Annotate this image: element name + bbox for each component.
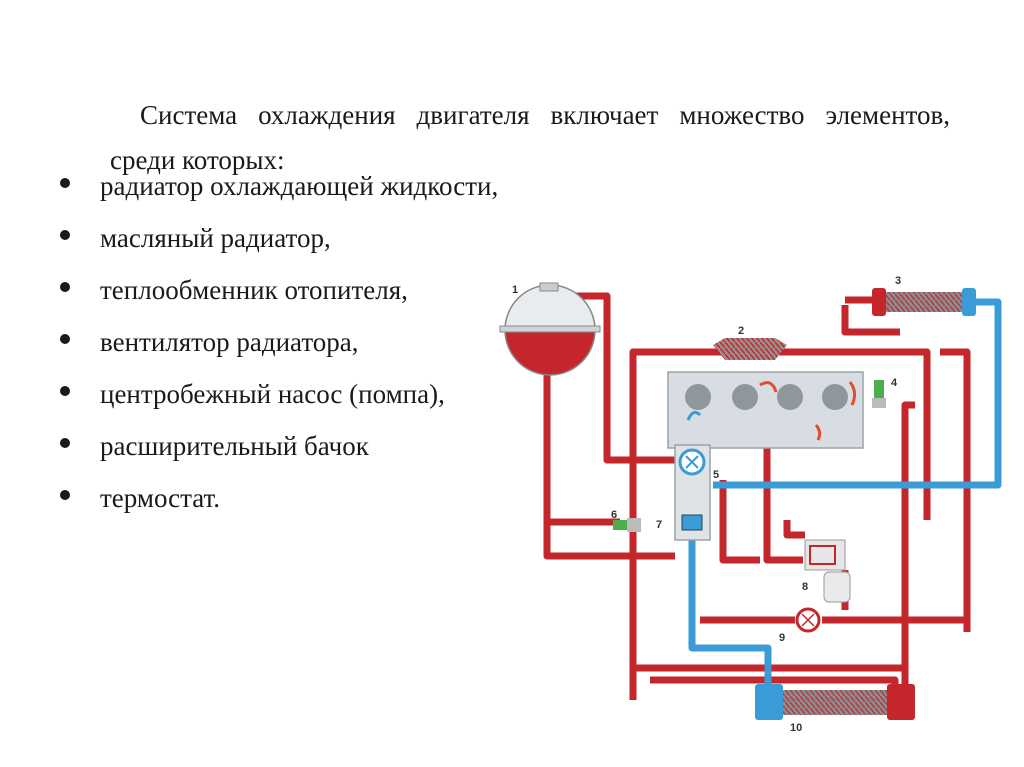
- list-item: термостат.: [60, 478, 498, 530]
- list-item: расширительный бачок: [60, 426, 498, 478]
- oil-cooler: [713, 338, 787, 360]
- temp-sensor: [872, 380, 886, 408]
- cold-pipes: [682, 298, 1002, 690]
- aux-pump: [795, 607, 821, 633]
- expansion-tank: [499, 282, 601, 376]
- list-item: центробежный насос (помпа),: [60, 374, 498, 426]
- hot-pipes: [543, 292, 971, 700]
- sensor-6: [613, 518, 641, 532]
- list-item: вентилятор радиатора,: [60, 322, 498, 374]
- bullet-icon: [60, 230, 70, 240]
- intro-text: Система охлаждения двигателя включает мн…: [110, 100, 950, 175]
- label-10: 10: [790, 722, 802, 734]
- intro-paragraph: Система охлаждения двигателя включает мн…: [110, 93, 950, 183]
- main-radiator: [755, 684, 915, 720]
- label-9: 9: [779, 632, 785, 644]
- bullet-icon: [60, 334, 70, 344]
- label-4: 4: [891, 377, 898, 389]
- bullet-icon: [60, 386, 70, 396]
- bullet-icon: [60, 490, 70, 500]
- list-item: радиатор охлаждающей жидкости,: [60, 166, 498, 218]
- engine-block: [667, 371, 864, 449]
- list-item: масляный радиатор,: [60, 218, 498, 270]
- bullet-icon: [60, 438, 70, 448]
- component-list: радиатор охлаждающей жидкости, масляный …: [60, 166, 498, 530]
- cooling-system-diagram: 1 2 3 4 5 6 7 8 9 10: [499, 275, 1002, 734]
- label-5: 5: [713, 469, 719, 481]
- label-1: 1: [512, 284, 518, 296]
- oil-heat-exchanger: [804, 539, 851, 603]
- label-3: 3: [895, 275, 901, 287]
- label-7: 7: [656, 519, 662, 531]
- bullet-icon: [60, 178, 70, 188]
- label-2: 2: [738, 325, 744, 337]
- label-6: 6: [611, 509, 617, 521]
- heater-core: [872, 288, 976, 316]
- pump-housing: [674, 444, 711, 541]
- bullet-icon: [60, 282, 70, 292]
- label-8: 8: [802, 581, 808, 593]
- list-item: теплообменник отопителя,: [60, 270, 498, 322]
